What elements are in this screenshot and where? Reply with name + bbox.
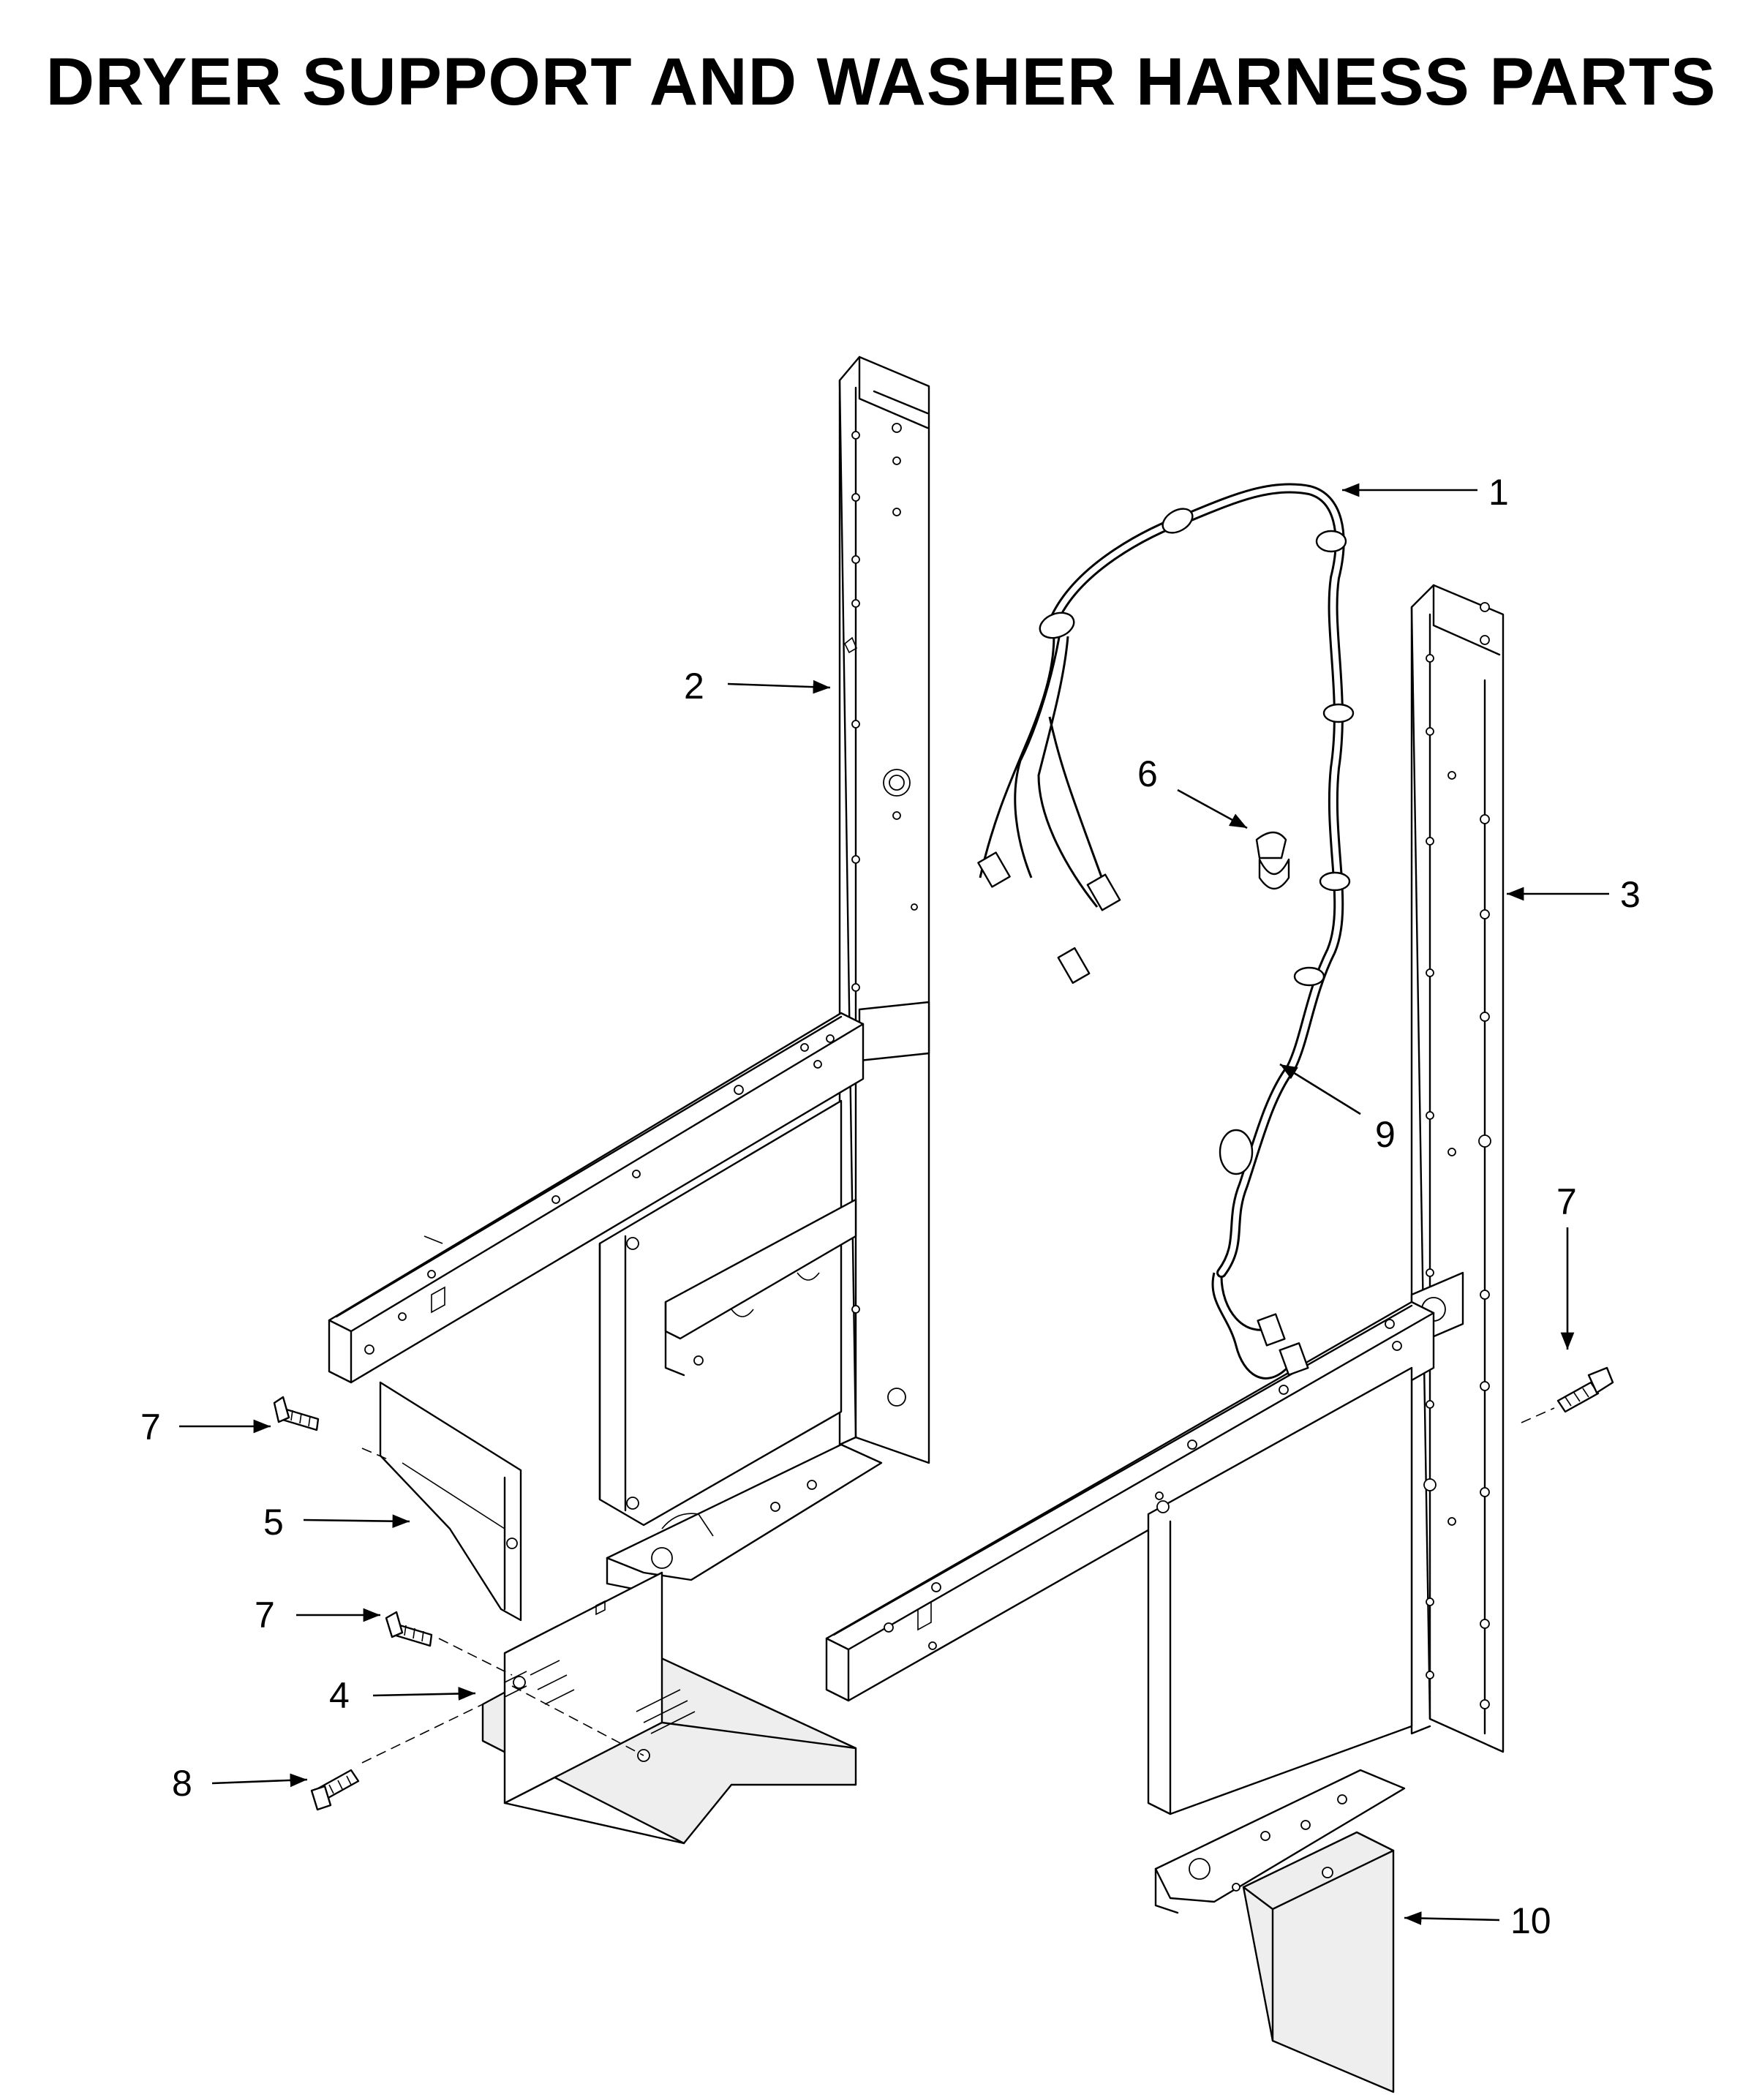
- callout-6: 6: [1137, 753, 1158, 794]
- arm-holes: [364, 1034, 835, 1355]
- screw-7-lower: [385, 1611, 433, 1647]
- callout-3: 3: [1620, 874, 1641, 915]
- part-4-shroud: [481, 1571, 857, 1845]
- callout-7-lower: 7: [255, 1595, 275, 1636]
- screw-7-left: [273, 1396, 320, 1431]
- callout-labels: 1 2 3 4 5 6 7 7 7 8 9 10: [140, 472, 1641, 1941]
- alignment-lines: [361, 1407, 1555, 1764]
- part-5-angled-panel: [379, 1381, 522, 1622]
- right-support-upright: [825, 584, 1505, 1914]
- callout-1: 1: [1488, 472, 1509, 513]
- callout-2: 2: [684, 666, 704, 707]
- callout-10: 10: [1510, 1900, 1551, 1941]
- callout-5: 5: [263, 1502, 284, 1543]
- callout-7-left: 7: [140, 1407, 161, 1448]
- screw-8: [310, 1769, 360, 1811]
- callout-9: 9: [1375, 1114, 1396, 1155]
- callout-7-right: 7: [1556, 1181, 1577, 1222]
- part-1-wire-harness: [977, 483, 1355, 1380]
- screw-7-top-right: [1556, 1366, 1614, 1413]
- callout-4: 4: [329, 1675, 350, 1716]
- part-6-clip: [1255, 831, 1290, 890]
- page-title: DRYER SUPPORT AND WASHER HARNESS PARTS: [45, 45, 1717, 119]
- callout-8: 8: [172, 1763, 192, 1804]
- part-10-cover-plate: [1242, 1831, 1395, 2093]
- right-upright-holes: [1423, 602, 1491, 1709]
- right-arm-holes: [884, 1319, 1402, 1650]
- left-support-upright: [328, 355, 930, 1592]
- callout-leaders: [179, 483, 1609, 1925]
